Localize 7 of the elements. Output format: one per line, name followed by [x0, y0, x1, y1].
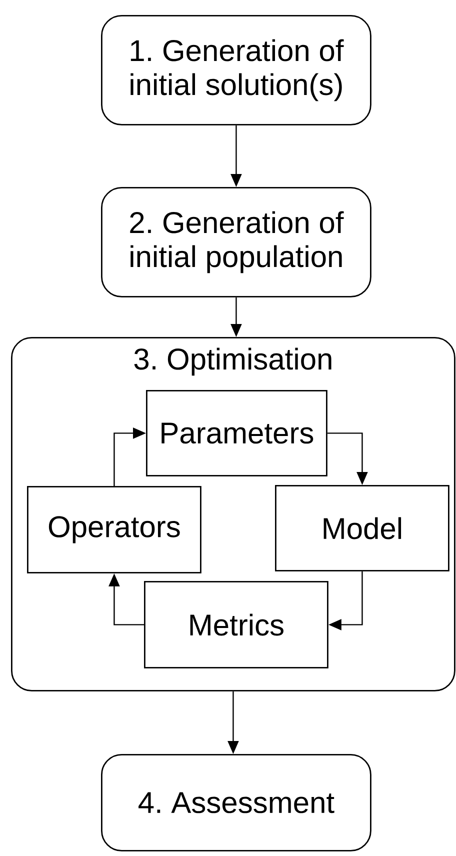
- step-box: Parameters: [146, 390, 328, 476]
- process-box: 4. Assessment: [101, 754, 372, 852]
- step-box: Operators: [27, 486, 202, 574]
- process-box: 2. Generation of initial population: [101, 187, 372, 298]
- step-box: Model: [275, 485, 450, 572]
- process-box: 1. Generation of initial solution(s): [101, 15, 372, 126]
- step-box: Metrics: [144, 581, 328, 668]
